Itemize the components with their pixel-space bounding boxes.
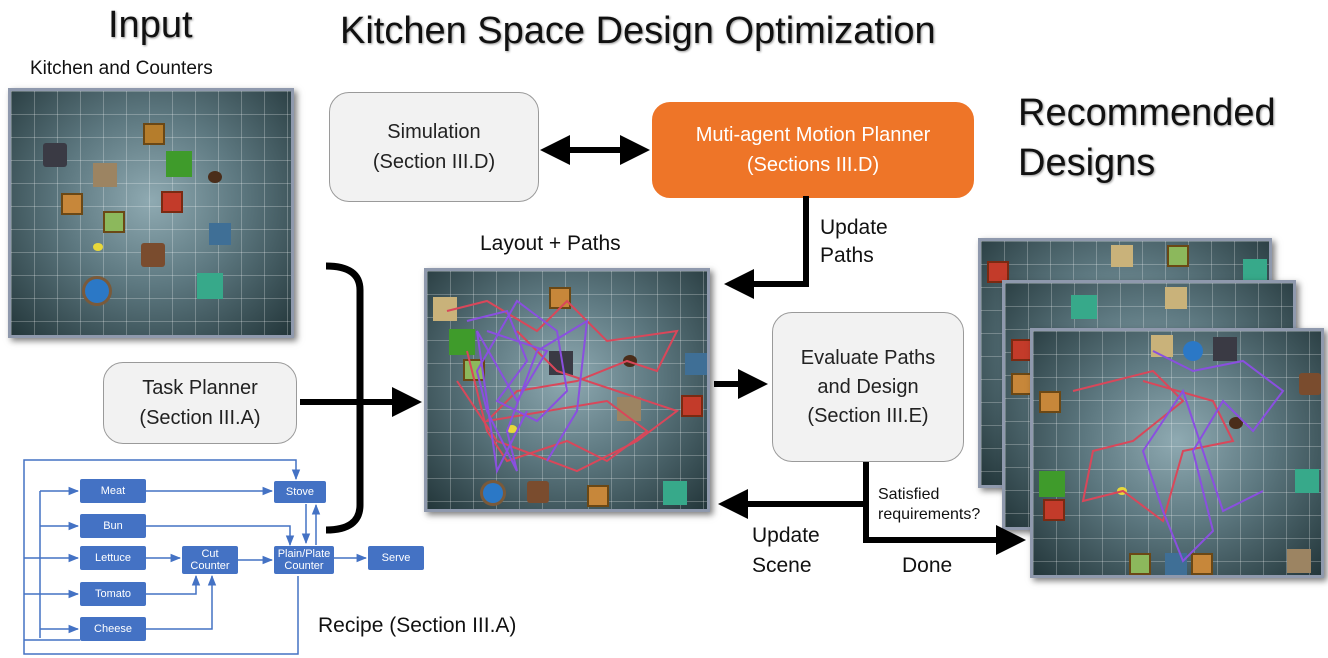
plate-tile — [141, 243, 165, 267]
input-title: Input — [108, 4, 193, 46]
task-planner-line2: (Section III.A) — [139, 407, 261, 429]
counter-tile — [93, 163, 117, 187]
done-label: Done — [902, 554, 953, 577]
cheese-crate-tile — [1039, 391, 1061, 413]
purple-path-2 — [476, 330, 549, 475]
green-counter-tile — [449, 329, 475, 355]
teal-counter-tile — [1243, 259, 1267, 283]
recipe-node-cut-counter: Cut Counter — [182, 546, 238, 574]
cheese-crate-tile-2 — [1191, 553, 1213, 575]
motion-planner-line1: Muti-agent Motion Planner — [695, 124, 931, 146]
meat-tile — [208, 171, 222, 183]
plate-counter-line1: Plain/Plate — [277, 547, 331, 560]
evaluate-line3: (Section III.E) — [807, 404, 929, 427]
update-scene-label-2: Scene — [752, 554, 812, 577]
tomato-crate-tile — [681, 395, 703, 417]
recommended-title-line1: Recommended — [1018, 92, 1276, 134]
input-bracket — [325, 262, 364, 534]
purple-path — [1141, 350, 1285, 563]
lettuce-tile — [1129, 553, 1151, 575]
done-arrow — [863, 504, 1026, 555]
green-counter-tile — [1039, 471, 1065, 497]
blue-plate-tile — [85, 279, 109, 303]
board-tile — [1111, 245, 1133, 267]
lettuce-tile — [1167, 245, 1189, 267]
recipe-node-meat: Meat — [80, 479, 146, 503]
serve-tile — [685, 353, 707, 375]
stove-tile — [1213, 337, 1237, 361]
tomato-crate-tile — [161, 191, 183, 213]
blue-plate-tile — [1183, 341, 1203, 361]
motion-planner-box: Muti-agent Motion Planner (Sections III.… — [652, 102, 974, 198]
update-paths-label-2: Paths — [820, 244, 874, 267]
lettuce-crate-tile — [143, 123, 165, 145]
recipe-node-tomato: Tomato — [80, 582, 146, 606]
simulation-box: Simulation (Section III.D) — [329, 92, 539, 202]
red-path — [1072, 369, 1235, 523]
counter-tile — [1287, 549, 1311, 573]
meat-tile — [1229, 417, 1243, 429]
recommended-robot-paths — [1072, 350, 1285, 563]
cut-counter-line2: Counter — [190, 560, 230, 572]
evaluate-line2: and Design — [817, 375, 919, 398]
update-paths-label-1: Update — [820, 216, 888, 239]
recipe-node-serve: Serve — [368, 546, 424, 570]
plate-counter-line2: Counter — [284, 560, 324, 572]
kitchen-counters-label: Kitchen and Counters — [30, 58, 213, 79]
teal-counter-tile — [1295, 469, 1319, 493]
board-tile — [1165, 287, 1187, 309]
board-tile — [1151, 335, 1173, 357]
bun-tile — [93, 243, 103, 251]
layout-paths-kitchen-image — [424, 268, 710, 512]
cheese-crate-tile — [61, 193, 83, 215]
main-title: Kitchen Space Design Optimization — [340, 10, 936, 52]
recipe-node-lettuce: Lettuce — [80, 546, 146, 570]
stove-tile — [43, 143, 67, 167]
recipe-node-bun: Bun — [80, 514, 146, 538]
motion-planner-line2: (Sections III.D) — [746, 154, 880, 176]
task-planner-box: Task Planner (Section III.A) — [103, 362, 297, 444]
recipe-label: Recipe (Section III.A) — [318, 614, 517, 637]
robot-paths — [446, 299, 680, 475]
blue-plate-tile — [483, 483, 503, 503]
input-kitchen-image — [8, 88, 294, 338]
bun-tile — [507, 425, 517, 433]
recipe-node-stove: Stove — [274, 481, 326, 503]
recommended-title-line2: Designs — [1018, 142, 1156, 184]
task-planner-line1: Task Planner — [142, 377, 258, 399]
green-counter-tile — [166, 151, 192, 177]
teal-counter-tile — [197, 273, 223, 299]
teal-counter-tile — [663, 481, 687, 505]
teal-counter-tile — [1071, 295, 1097, 319]
evaluate-line1: Evaluate Paths — [800, 346, 936, 369]
simulation-line1: Simulation — [387, 121, 481, 143]
simulation-line2: (Section III.D) — [372, 151, 496, 173]
layout-paths-label: Layout + Paths — [480, 232, 621, 255]
plate-tile — [527, 481, 549, 503]
recipe-node-cheese: Cheese — [80, 617, 146, 641]
serve-tile — [209, 223, 231, 245]
satisfied-label-1: Satisfied — [878, 486, 940, 503]
update-paths-arrow — [724, 196, 809, 299]
cheese-crate-tile-2 — [587, 485, 609, 507]
recommended-design-front — [1030, 328, 1324, 578]
update-scene-label-1: Update — [752, 524, 820, 547]
update-scene-arrow — [718, 462, 869, 519]
purple-path — [466, 299, 589, 472]
red-path — [446, 299, 679, 463]
evaluate-box: Evaluate Paths and Design (Section III.E… — [772, 312, 964, 462]
recipe-node-plate-counter: Plain/Plate Counter — [274, 546, 334, 574]
cut-counter-line1: Cut — [201, 547, 219, 560]
tomato-crate-tile — [987, 261, 1009, 283]
tomato-crate-tile — [1043, 499, 1065, 521]
lettuce-tile — [103, 211, 125, 233]
plate-tile — [1299, 373, 1321, 395]
recipe-edges — [23, 459, 368, 655]
satisfied-label-2: requirements? — [878, 506, 981, 523]
